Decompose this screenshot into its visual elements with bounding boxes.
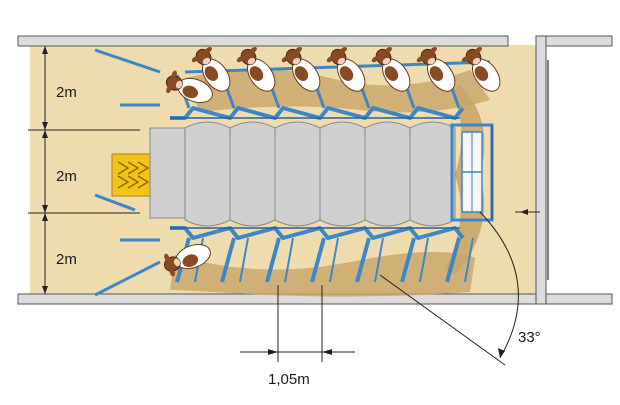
cow-top: [236, 47, 276, 92]
row-spacing-middle-label: 2m: [56, 168, 77, 185]
row-spacing-dimensions: [28, 46, 140, 294]
cow-patch: [474, 66, 489, 81]
cow-top: [371, 47, 411, 92]
bottom-post-diag: [419, 237, 429, 283]
cow-muzzle: [175, 80, 183, 89]
row-spacing-top-label: 2m: [56, 84, 77, 101]
feed-trough: [111, 153, 153, 197]
cow-top: [416, 47, 456, 92]
row-spacing-bottom-label: 2m: [56, 251, 77, 268]
cow-ear: [249, 47, 257, 54]
cow-ear: [204, 47, 212, 54]
pit-cell: [184, 121, 231, 227]
pit-cell: [319, 121, 366, 227]
pit-cell: [229, 121, 276, 227]
cow-ear: [339, 47, 347, 54]
bottom-post-diag: [284, 237, 294, 283]
cow-ear: [236, 56, 244, 63]
bottom-post: [310, 237, 326, 283]
bottom-post-diag: [239, 237, 249, 283]
cow-patch: [249, 66, 264, 81]
cow-patch: [182, 85, 199, 99]
cow-side-top: [165, 70, 213, 104]
dirt-patch-bottom: [163, 251, 475, 297]
cow-patch: [294, 66, 309, 81]
stall-width-label: 1,05m: [268, 371, 310, 388]
bottom-post: [445, 237, 461, 283]
central-pit: [149, 121, 456, 227]
cow-muzzle: [173, 258, 181, 267]
cow-patch: [204, 66, 219, 81]
pit-cell: [409, 121, 456, 227]
cow-ear: [461, 56, 469, 63]
bottom-post: [220, 237, 236, 283]
bottom-post-diag: [329, 237, 339, 283]
cow-muzzle: [337, 57, 346, 65]
cow-top: [326, 47, 366, 92]
bottom-post: [265, 237, 281, 283]
cow-ear: [171, 70, 177, 79]
entry-gate: [450, 123, 494, 222]
angle-label: 33°: [518, 329, 541, 346]
angle-dimension: [379, 209, 540, 366]
cow-muzzle: [292, 57, 301, 65]
cow-ear: [429, 47, 437, 54]
cow-patch: [182, 254, 199, 267]
bottom-post: [400, 237, 416, 283]
cow-muzzle: [472, 57, 481, 65]
cow-patch: [429, 66, 444, 81]
cow-top: [461, 47, 501, 92]
stall-width-dimension: [240, 285, 355, 362]
cow-ear: [326, 56, 334, 63]
cow-side-bottom: [163, 243, 211, 277]
cow-patch: [384, 66, 399, 81]
cow-ear: [416, 56, 424, 63]
cow-ear: [191, 56, 199, 63]
cow-muzzle: [382, 57, 391, 65]
wall-top-right: [535, 35, 613, 47]
cow-muzzle: [202, 57, 211, 65]
cow-ear: [281, 56, 289, 63]
cow-ear: [164, 253, 170, 262]
cow-top: [191, 47, 231, 92]
cow-top: [281, 47, 321, 92]
cow-ear: [474, 47, 482, 54]
cow-muzzle: [427, 57, 436, 65]
exit-gates: [94, 48, 161, 297]
cow-ear: [169, 268, 175, 277]
cow-ear: [384, 47, 392, 54]
cow-ear: [371, 56, 379, 63]
bottom-post-diag: [374, 237, 384, 283]
pit-cell: [274, 121, 321, 227]
wall-top: [17, 35, 509, 47]
bottom-post: [355, 237, 371, 283]
cow-ear: [166, 85, 172, 94]
bottom-post-diag: [464, 237, 474, 283]
cow-ear: [294, 47, 302, 54]
pit-cell: [364, 121, 411, 227]
pit-entry: [149, 127, 191, 219]
cow-muzzle: [247, 57, 256, 65]
cows: [163, 47, 501, 277]
wall-right: [535, 35, 547, 305]
cow-patch: [339, 66, 354, 81]
